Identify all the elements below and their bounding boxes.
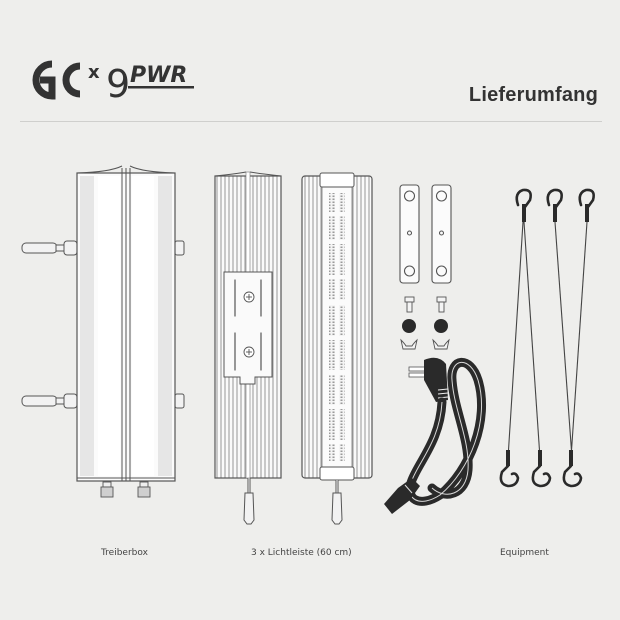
caption-equipment: Equipment	[500, 548, 549, 558]
logo-number: 9	[106, 62, 130, 106]
light-bar-back-icon	[214, 171, 282, 525]
caption-light-bars: 3 x Lichtleiste (60 cm)	[251, 548, 352, 558]
caption-driver-box: Treiberbox	[101, 548, 148, 558]
page-title: Lieferumfang	[468, 84, 598, 106]
wing-nuts-icon	[400, 338, 450, 350]
mounting-plates-icon	[399, 184, 452, 284]
grommets-icon	[402, 319, 448, 333]
logo-multiplier: x	[88, 62, 100, 83]
gc-logo-icon: x 9 PWR	[32, 60, 194, 106]
screws-icon	[404, 296, 447, 313]
power-cable-icon	[384, 357, 486, 514]
brand-logo: x 9 PWR	[22, 52, 232, 112]
light-bar-front-icon	[301, 172, 373, 525]
header-divider	[20, 121, 602, 122]
logo-suffix: PWR	[130, 63, 187, 88]
driver-box-icon	[21, 165, 185, 498]
hanging-wires-icon	[499, 188, 595, 488]
